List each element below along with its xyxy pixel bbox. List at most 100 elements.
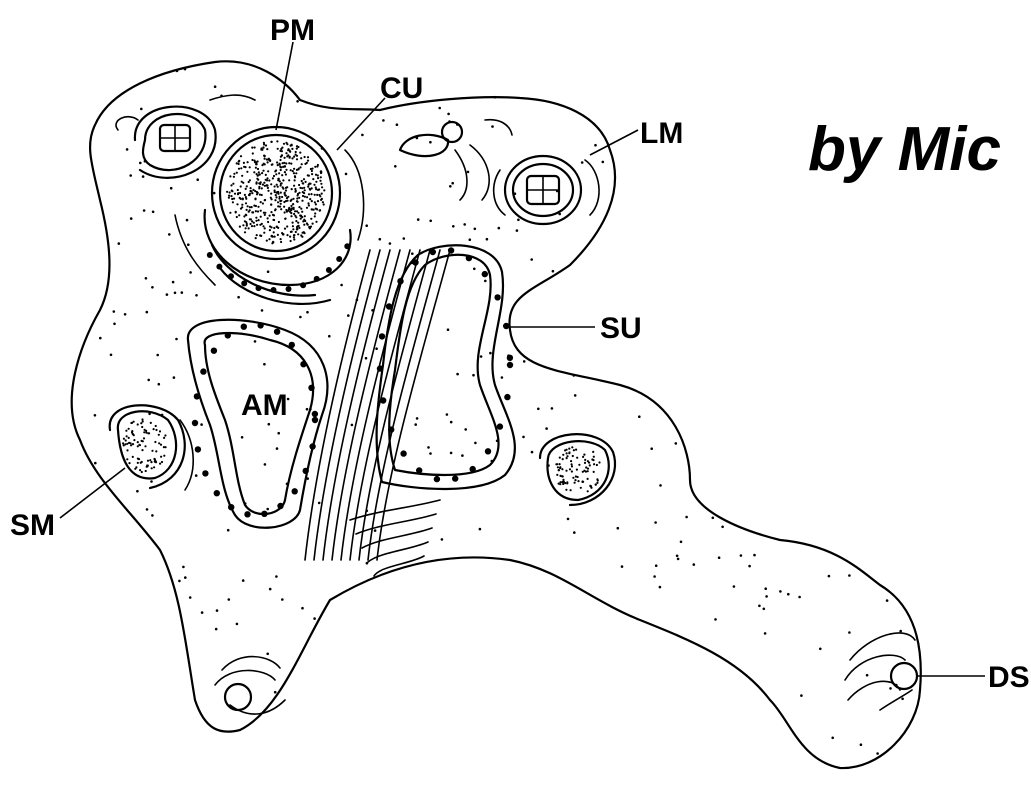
stipple-dot bbox=[131, 431, 133, 433]
stipple-dot bbox=[562, 483, 564, 485]
ribosome-dot bbox=[312, 411, 318, 417]
stipple-dot bbox=[248, 227, 250, 229]
label-ds: DS bbox=[988, 661, 1030, 694]
stipple-dot bbox=[416, 417, 419, 420]
stipple-dot bbox=[311, 187, 313, 189]
stipple-dot bbox=[311, 173, 313, 175]
stipple-dot bbox=[450, 452, 453, 455]
stipple-dot bbox=[461, 454, 464, 457]
stipple-dot bbox=[295, 151, 297, 153]
stipple-dot bbox=[241, 204, 243, 206]
stipple-dot bbox=[659, 586, 662, 589]
stipple-dot bbox=[249, 209, 251, 211]
stipple-dot bbox=[307, 160, 309, 162]
stipple-dot bbox=[304, 220, 306, 222]
stipple-dot bbox=[260, 216, 262, 218]
ribosome-dot bbox=[271, 287, 277, 293]
stipple-dot bbox=[313, 184, 315, 186]
stipple-dot bbox=[571, 465, 573, 467]
stipple-dot bbox=[213, 192, 216, 195]
ribosome-dot bbox=[214, 490, 220, 496]
stipple-dot bbox=[323, 189, 325, 191]
ribosome-dot bbox=[416, 467, 422, 473]
stipple-dot bbox=[596, 464, 598, 466]
stipple-dot bbox=[310, 168, 312, 170]
stipple-dot bbox=[262, 225, 264, 227]
stipple-dot bbox=[263, 363, 266, 366]
stipple-dot bbox=[247, 161, 249, 163]
stipple-dot bbox=[294, 179, 296, 181]
stipple-dot bbox=[375, 347, 378, 350]
stipple-dot bbox=[319, 209, 321, 211]
stipple-dot bbox=[303, 178, 305, 180]
stipple-dot bbox=[787, 593, 790, 596]
stipple-dot bbox=[143, 431, 145, 433]
stipple-dot bbox=[290, 205, 292, 207]
stipple-dot bbox=[277, 148, 279, 150]
stipple-dot bbox=[132, 456, 134, 458]
stipple-dot bbox=[577, 480, 579, 482]
stipple-dot bbox=[272, 177, 274, 179]
stipple-dot bbox=[253, 205, 255, 207]
stipple-dot bbox=[650, 447, 653, 450]
stipple-dot bbox=[245, 198, 247, 200]
stipple-dot bbox=[196, 178, 199, 181]
stipple-dot bbox=[489, 352, 492, 355]
top-vesicles bbox=[400, 120, 512, 200]
stipple-dot bbox=[587, 478, 589, 480]
stipple-dot bbox=[591, 458, 593, 460]
ribosome-dot bbox=[312, 417, 318, 423]
stipple-dot bbox=[320, 176, 322, 178]
stipple-dot bbox=[118, 242, 121, 245]
label-pm: PM bbox=[270, 14, 315, 47]
stipple-dot bbox=[317, 200, 319, 202]
stipple-dot bbox=[304, 163, 306, 165]
stipple-dot bbox=[748, 565, 751, 568]
stipple-dot bbox=[262, 202, 264, 204]
stipple-dot bbox=[264, 463, 267, 466]
stipple-dot bbox=[270, 183, 272, 185]
stipple-dot bbox=[285, 173, 287, 175]
stipple-dot bbox=[473, 268, 476, 271]
stipple-dot bbox=[245, 221, 247, 223]
stipple-dot bbox=[251, 220, 253, 222]
stipple-dot bbox=[240, 185, 242, 187]
stipple-dot bbox=[587, 470, 589, 472]
stipple-dot bbox=[261, 172, 263, 174]
stipple-dot bbox=[899, 630, 902, 633]
label-cu: CU bbox=[380, 72, 423, 105]
stipple-dot bbox=[321, 186, 323, 188]
stipple-dot bbox=[581, 161, 584, 164]
stipple-dot bbox=[266, 148, 268, 150]
stipple-dot bbox=[307, 202, 309, 204]
stipple-dot bbox=[256, 173, 258, 175]
stipple-dot bbox=[559, 467, 561, 469]
ribosome-dot bbox=[507, 355, 513, 361]
stipple-dot bbox=[296, 169, 298, 171]
stipple-dot bbox=[596, 478, 598, 480]
ribosome-dot bbox=[216, 264, 222, 270]
stipple-dot bbox=[147, 379, 150, 382]
stipple-dot bbox=[264, 155, 266, 157]
ribosome-dot bbox=[200, 368, 206, 374]
stipple-dot bbox=[571, 463, 573, 465]
stipple-dot bbox=[676, 555, 679, 558]
stipple-dot bbox=[269, 160, 271, 162]
stipple-dot bbox=[280, 238, 282, 240]
stipple-dot bbox=[166, 293, 169, 296]
stipple-dot bbox=[559, 481, 561, 483]
stipple-dot bbox=[181, 291, 184, 294]
stipple-dot bbox=[245, 202, 247, 204]
stipple-dot bbox=[143, 437, 145, 439]
ribosome-dot bbox=[308, 385, 314, 391]
stipple-dot bbox=[563, 481, 565, 483]
stipple-dot bbox=[161, 461, 163, 463]
stipple-dot bbox=[268, 423, 271, 426]
stipple-dot bbox=[280, 184, 282, 186]
stipple-dot bbox=[276, 161, 278, 163]
stipple-dot bbox=[361, 134, 364, 137]
stipple-dot bbox=[374, 529, 377, 532]
stipple-dot bbox=[257, 168, 259, 170]
stipple-dot bbox=[238, 161, 240, 163]
stipple-dot bbox=[301, 211, 303, 213]
